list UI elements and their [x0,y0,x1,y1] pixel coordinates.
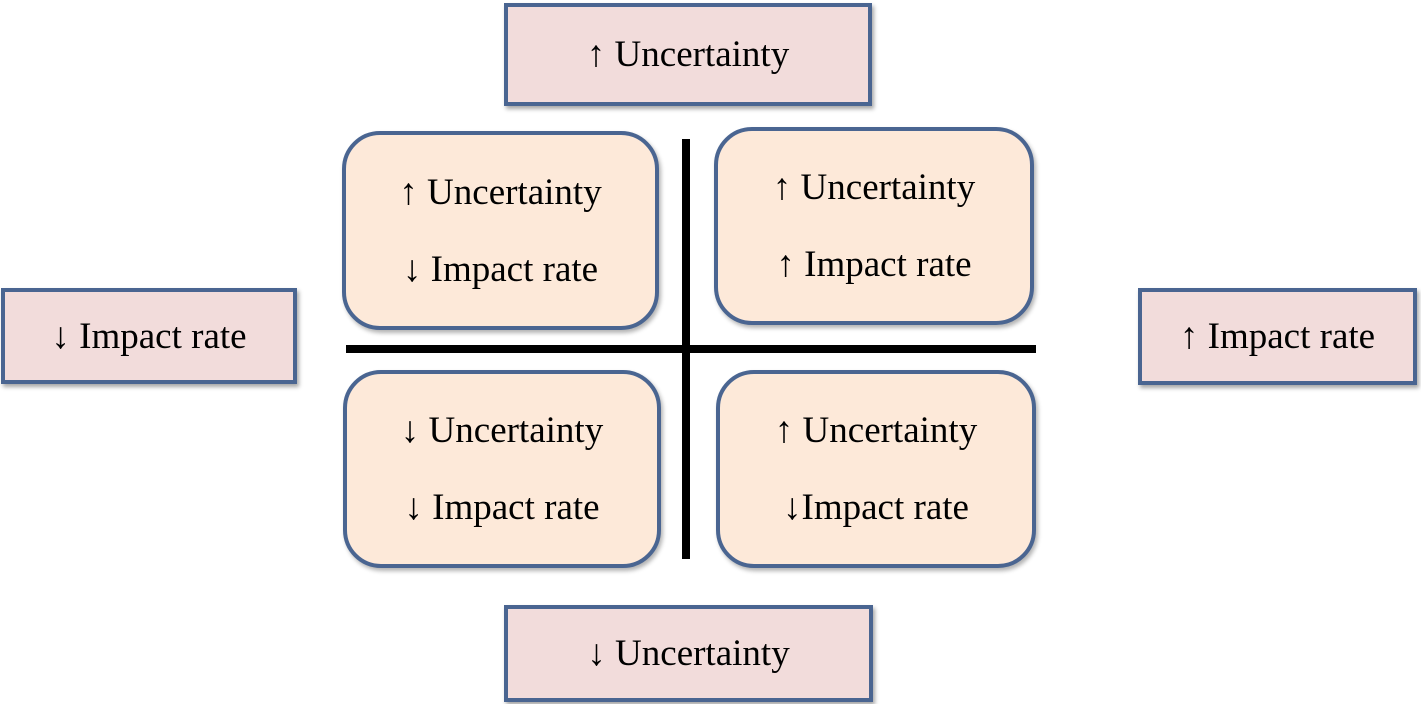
axis-label-right: ↑ Impact rate [1138,288,1417,385]
axis-label-top: ↑ Uncertainty [504,3,872,106]
quadrant-impact-rate-text: ↓Impact rate [783,487,969,528]
quadrant-bottom-right: ↑ Uncertainty ↓Impact rate [716,370,1036,568]
horizontal-axis-line [346,345,1036,353]
quadrant-impact-rate-text: ↓ Impact rate [402,248,599,290]
axis-label-top-text: ↑ Uncertainty [586,34,790,75]
quadrant-impact-rate-text: ↓ Impact rate [404,487,600,528]
quadrant-impact-rate-text: ↑ Impact rate [776,244,972,285]
quadrant-bottom-left: ↓ Uncertainty ↓ Impact rate [343,370,661,568]
quadrant-uncertainty-text: ↑ Uncertainty [774,410,978,451]
axis-label-right-text: ↑ Impact rate [1179,316,1376,357]
quadrant-uncertainty-text: ↑ Uncertainty [399,171,602,213]
axis-label-left-text: ↓ Impact rate [51,315,247,357]
quadrant-uncertainty-text: ↑ Uncertainty [772,167,976,208]
axis-label-left: ↓ Impact rate [1,288,297,384]
quadrant-uncertainty-text: ↓ Uncertainty [400,410,604,451]
axis-label-bottom: ↓ Uncertainty [504,605,873,702]
axis-label-bottom-text: ↓ Uncertainty [587,633,790,674]
quadrant-top-right: ↑ Uncertainty ↑ Impact rate [714,127,1034,325]
quadrant-top-left: ↑ Uncertainty ↓ Impact rate [342,131,659,330]
